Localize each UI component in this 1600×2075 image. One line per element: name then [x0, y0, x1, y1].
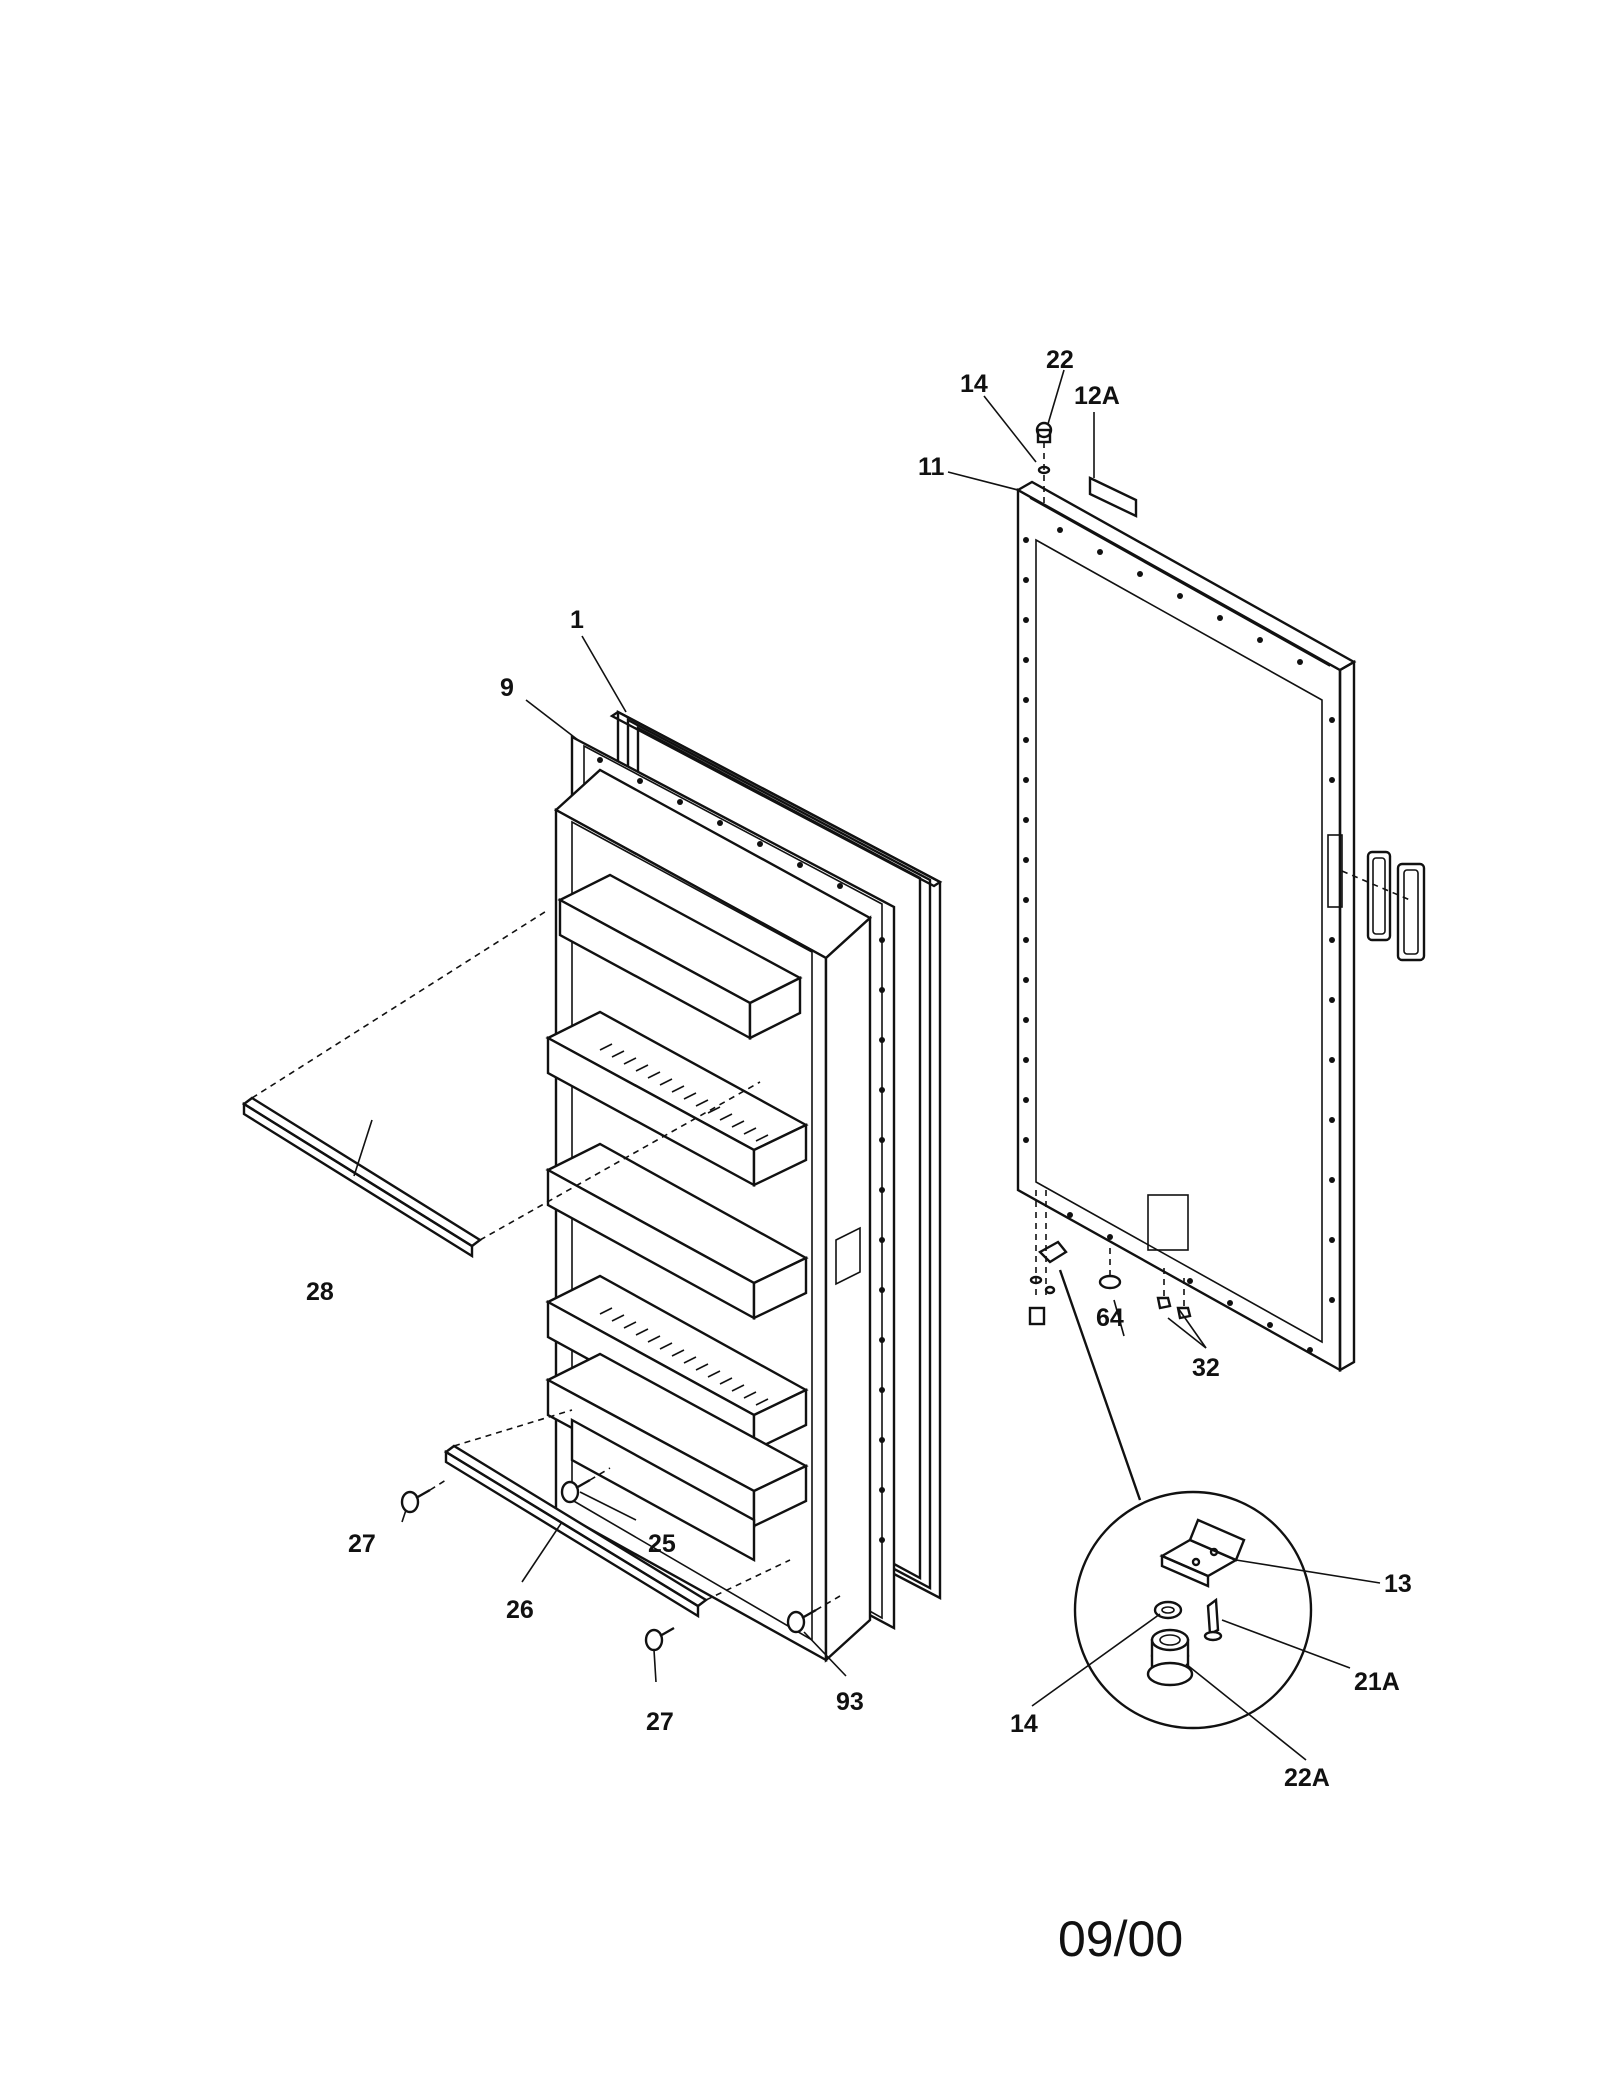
- callout-93: 93: [836, 1688, 864, 1716]
- shelf-ribs-lower: [599, 1307, 769, 1406]
- callout-14-detail: 14: [1010, 1710, 1038, 1738]
- callout-27-upper: 27: [348, 1530, 376, 1558]
- callout-14-top: 14: [960, 370, 988, 398]
- callout-labels: 1 9 11 12A 14 22 64 32 28 25 27 26 27 93…: [306, 346, 1412, 1967]
- callout-27-lower: 27: [646, 1708, 674, 1736]
- leader-lines: [353, 369, 1381, 1761]
- outer-door-panel: [1015, 480, 1357, 1373]
- callout-64: 64: [1096, 1304, 1124, 1332]
- callout-28: 28: [306, 1278, 334, 1306]
- door-handle-parts: [1341, 850, 1426, 962]
- screw-27-upper: [400, 1479, 447, 1514]
- top-hinge-hardware: [1035, 421, 1053, 505]
- screw-93: [786, 1595, 841, 1634]
- callout-11: 11: [918, 453, 945, 481]
- date-code: 09/00: [1058, 1911, 1183, 1967]
- callout-9: 9: [500, 674, 514, 702]
- shelf-retainer-bar-28: [241, 909, 761, 1259]
- screw-25: [560, 1467, 611, 1504]
- label-plate-12a: [1088, 476, 1138, 518]
- callout-22: 22: [1046, 346, 1074, 374]
- callout-1: 1: [570, 606, 584, 634]
- callout-22a: 22A: [1284, 1764, 1330, 1792]
- panel-screw-holes: [1023, 527, 1335, 1353]
- shelf-retainer-bar-26: [443, 1409, 791, 1619]
- screw-27-lower: [644, 1626, 675, 1652]
- callout-25: 25: [648, 1530, 676, 1558]
- shelf-ribs-upper: [599, 1043, 769, 1142]
- callout-12a: 12A: [1074, 382, 1120, 410]
- door-shelves: [545, 873, 809, 1563]
- hinge-detail-magnifier: [1058, 1269, 1313, 1730]
- callout-21a: 21A: [1354, 1668, 1400, 1696]
- callout-32: 32: [1192, 1354, 1220, 1382]
- callout-26: 26: [506, 1596, 534, 1624]
- callout-13: 13: [1384, 1570, 1412, 1598]
- bottom-hinge-hardware: [1028, 1190, 1192, 1326]
